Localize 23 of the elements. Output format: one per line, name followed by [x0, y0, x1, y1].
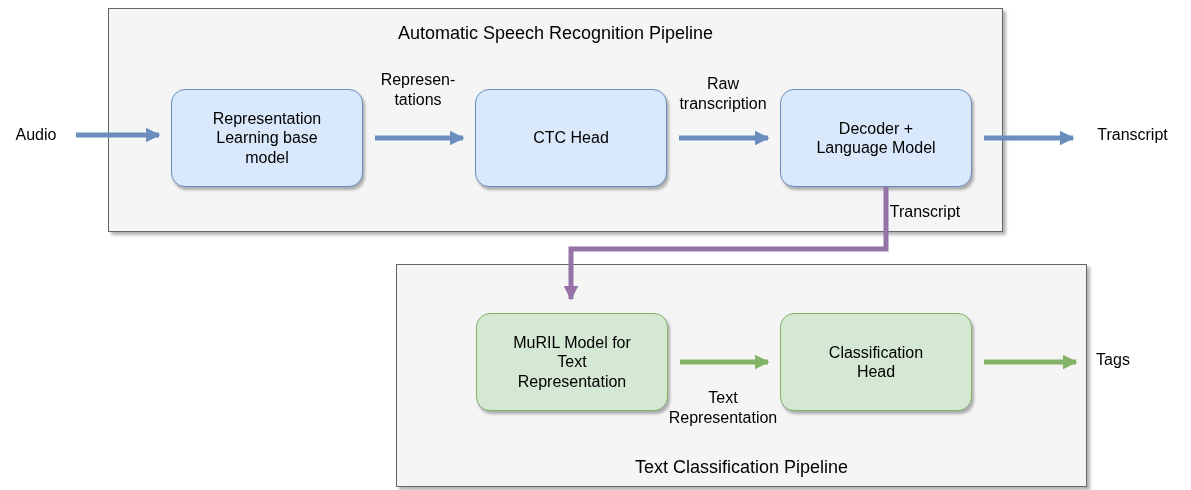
- arrow: [375, 130, 465, 146]
- arrow: [680, 354, 770, 370]
- group-title: Text Classification Pipeline: [633, 457, 850, 478]
- process-box: MuRIL Model for Text Representation: [476, 313, 668, 411]
- process-box: Classification Head: [780, 313, 972, 411]
- process-box: Decoder + Language Model: [780, 89, 972, 187]
- edge-label: Raw transcription: [678, 74, 768, 114]
- io-label: Audio: [8, 120, 64, 150]
- edge-label: Represen- tations: [380, 70, 456, 110]
- process-box: CTC Head: [475, 89, 667, 187]
- pipeline-group: [396, 264, 1087, 487]
- arrow: [679, 130, 770, 146]
- arrow: [76, 127, 161, 143]
- io-label: Transcript: [1085, 120, 1180, 150]
- arrow: [984, 130, 1075, 146]
- io-label: Tags: [1088, 345, 1138, 375]
- edge-label: Transcript: [888, 202, 962, 222]
- group-title: Automatic Speech Recognition Pipeline: [396, 23, 715, 44]
- pipeline-group: [108, 8, 1003, 232]
- arrow: [563, 187, 889, 301]
- process-box: Representation Learning base model: [171, 89, 363, 187]
- edge-label: Text Representation: [667, 388, 779, 428]
- arrow: [984, 354, 1078, 370]
